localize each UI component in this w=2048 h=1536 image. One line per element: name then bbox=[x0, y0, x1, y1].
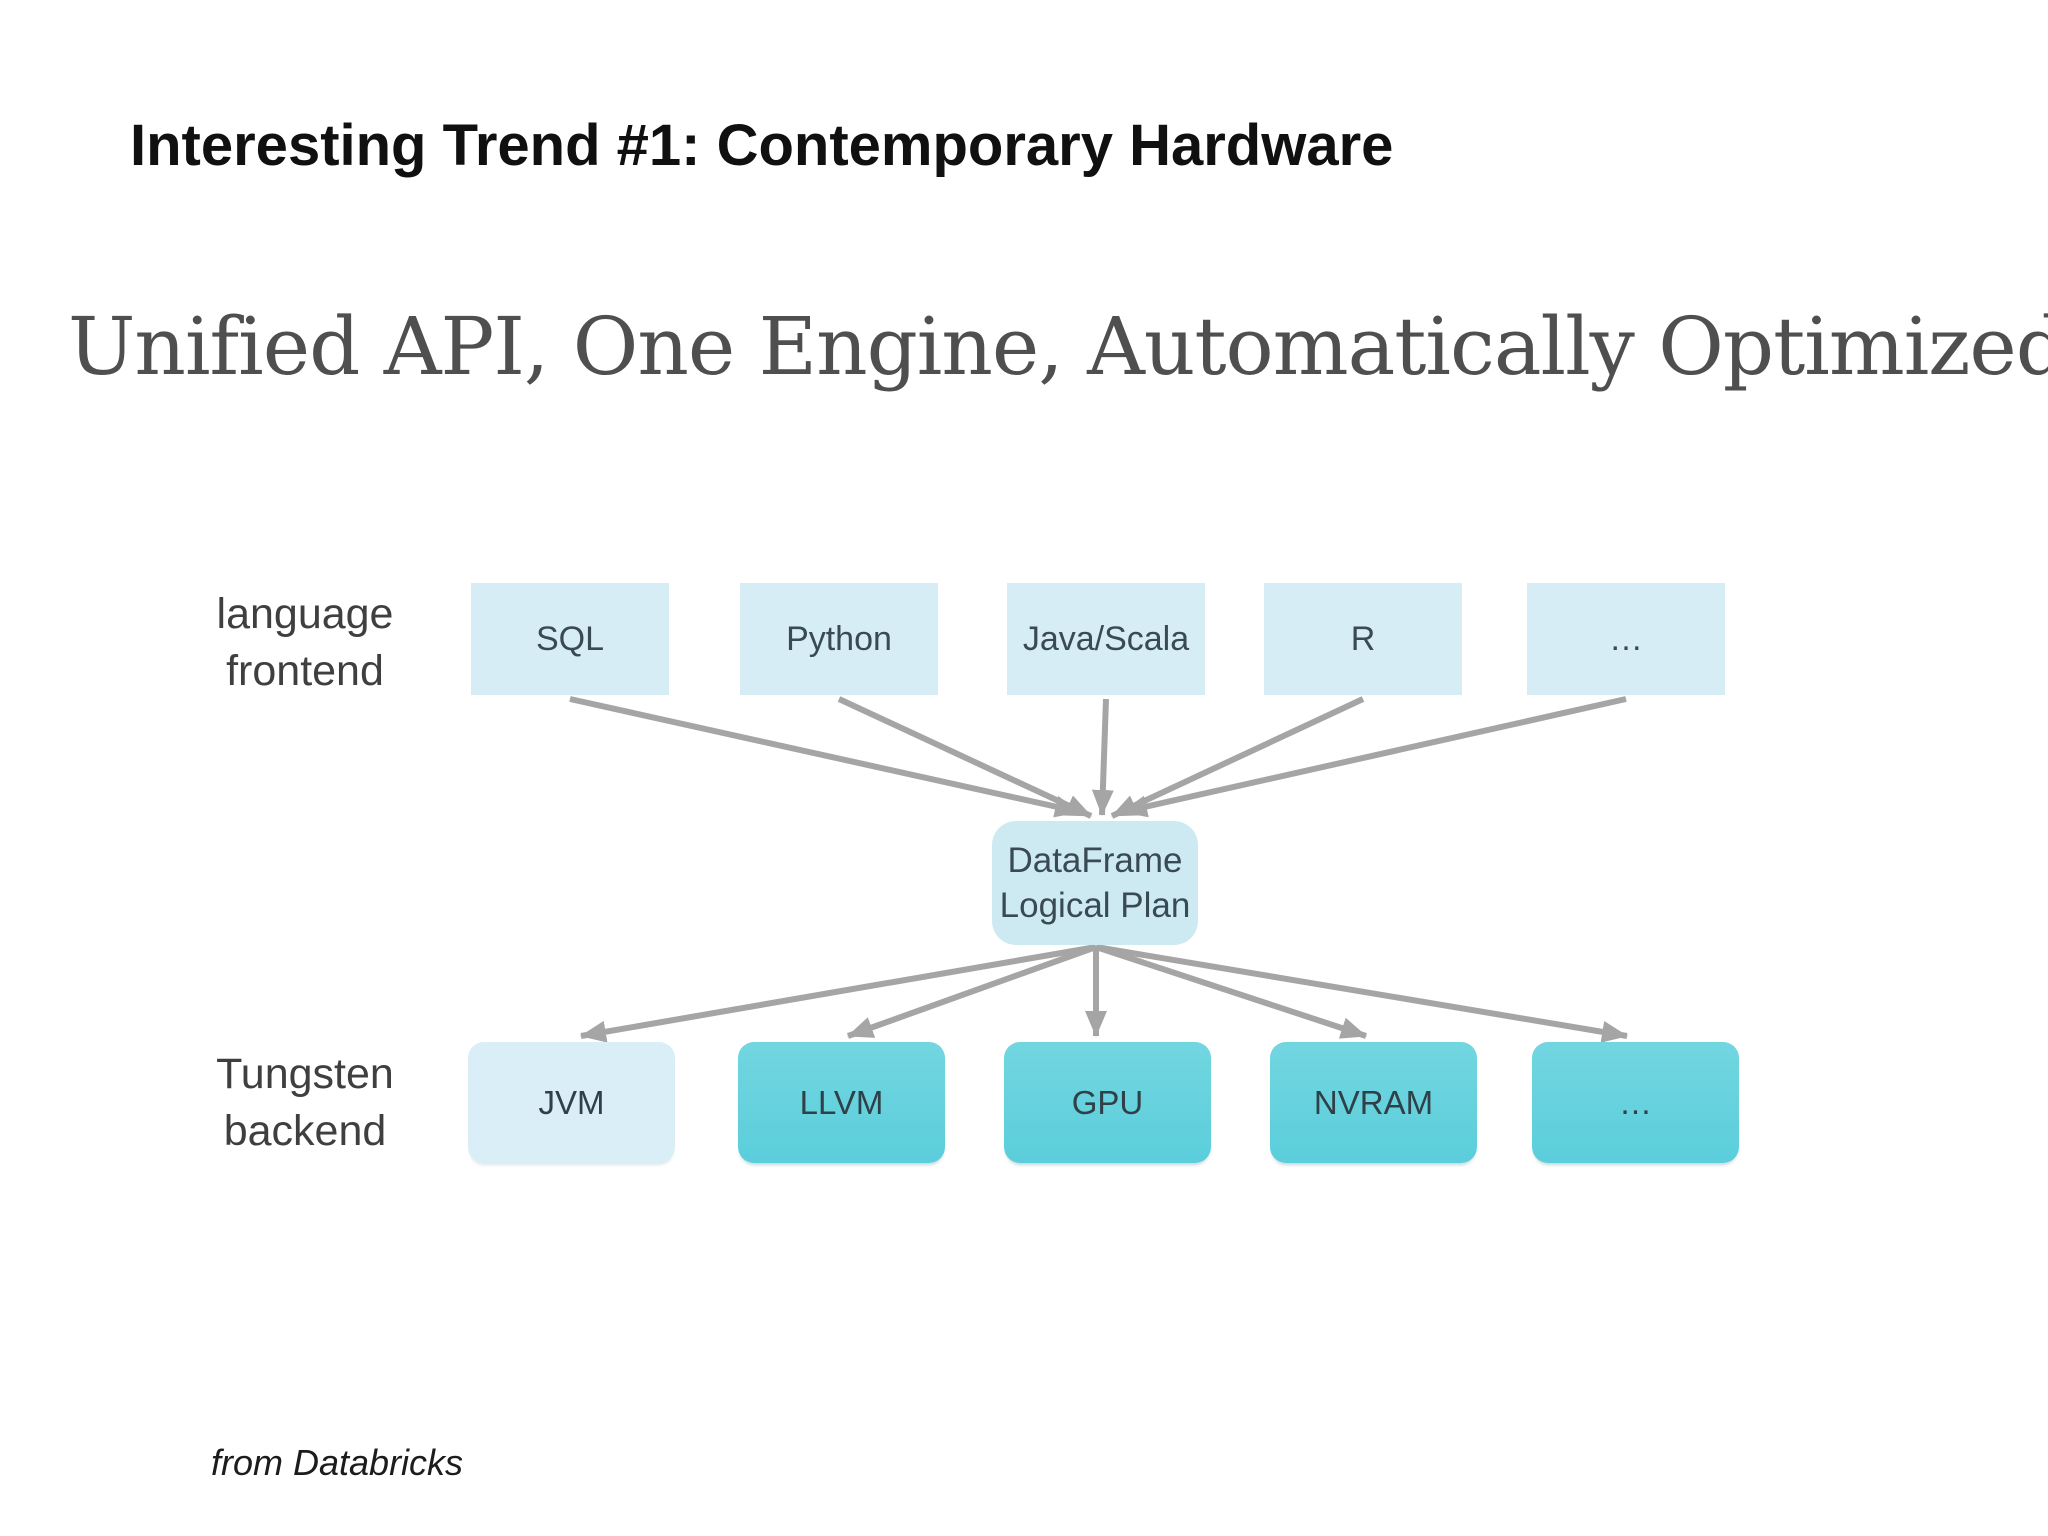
frontend-box-sql: SQL bbox=[471, 583, 669, 695]
arrow-r-to-plan bbox=[1110, 696, 1365, 819]
arrow-ellipsis-to-plan bbox=[1121, 696, 1627, 818]
attribution-text: from Databricks bbox=[211, 1442, 464, 1483]
arrow-sql-to-plan bbox=[569, 696, 1081, 818]
frontend-box-r: R bbox=[1264, 583, 1462, 695]
frontend-box-python: Python bbox=[740, 583, 938, 695]
backend-box-llvm: LLVM bbox=[738, 1042, 945, 1163]
arrow-plan-to-ellipsis bbox=[1095, 944, 1628, 1043]
backend-box-ellipsis: … bbox=[1532, 1042, 1739, 1163]
center-box-line1: DataFrame bbox=[1007, 840, 1183, 880]
backend-box-gpu: GPU bbox=[1004, 1042, 1211, 1163]
slide-subtitle: Unified API, One Engine, Automatically O… bbox=[68, 300, 2048, 393]
backend-box-nvram: NVRAM bbox=[1270, 1042, 1477, 1163]
arrow-plan-to-llvm bbox=[846, 944, 1098, 1039]
backend-box-jvm: JVM bbox=[468, 1042, 675, 1163]
arrow-javascala-to-plan bbox=[1091, 698, 1114, 816]
slide-title: Interesting Trend #1: Contemporary Hardw… bbox=[130, 113, 1394, 178]
dataframe-logical-plan-box: DataFrame Logical Plan bbox=[992, 821, 1198, 945]
backend-label-line1: Tungsten bbox=[216, 1050, 394, 1098]
frontend-box-javascala: Java/Scala bbox=[1007, 583, 1205, 695]
arrow-python-to-plan bbox=[837, 696, 1093, 819]
backend-label-line2: backend bbox=[223, 1106, 387, 1155]
frontend-row-label: language frontend bbox=[150, 586, 460, 700]
arrow-plan-to-jvm bbox=[580, 944, 1097, 1043]
frontend-label-line2: frontend bbox=[226, 646, 384, 695]
frontend-label-line1: language bbox=[216, 590, 394, 638]
backend-row-label: Tungsten backend bbox=[150, 1046, 460, 1160]
arrow-plan-to-nvram bbox=[1095, 944, 1367, 1039]
frontend-box-ellipsis: … bbox=[1527, 583, 1725, 695]
center-box-line2: Logical Plan bbox=[999, 886, 1191, 925]
